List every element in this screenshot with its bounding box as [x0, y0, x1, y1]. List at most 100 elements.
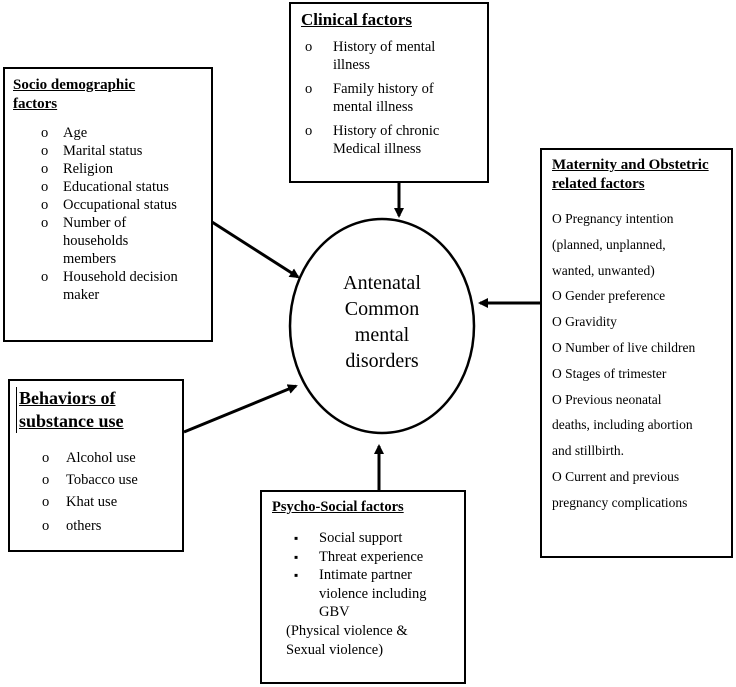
- item-line: deaths, including abortion: [552, 417, 693, 433]
- maternity-obstetric-list: O Pregnancy intention (planned, unplanne…: [552, 206, 721, 516]
- psycho-social-title: Psycho-Social factors: [272, 499, 404, 515]
- bullet-icon: o: [42, 494, 50, 510]
- central-label-line: Antenatal: [343, 272, 421, 294]
- title-line: related factors: [552, 176, 645, 192]
- bullet-icon: o: [305, 81, 313, 97]
- list-item: o Household decision maker: [41, 268, 203, 304]
- list-item: o Occupational status: [41, 196, 203, 214]
- title-line: Behaviors of: [19, 388, 116, 408]
- title-line: substance use: [19, 411, 124, 431]
- item-line: O Number of live children: [552, 339, 696, 355]
- behaviors-substance-title: Behaviors of substance use: [16, 387, 172, 433]
- arrow-behaviors: [183, 384, 298, 434]
- maternity-obstetric-box: Maternity and Obstetric related factors …: [540, 148, 733, 558]
- bullet-icon: o: [41, 197, 49, 213]
- item-line: maker: [63, 287, 100, 303]
- item-line: others: [66, 518, 102, 534]
- item-line: GBV: [319, 604, 350, 620]
- central-ellipse: [288, 217, 476, 435]
- item-line: Social support: [319, 530, 403, 546]
- item-line: Marital status: [63, 143, 143, 159]
- clinical-factors-box: Clinical factors o History of mental ill…: [289, 2, 489, 183]
- item-line: Tobacco use: [66, 472, 138, 488]
- title-line: Socio demographic: [13, 77, 136, 93]
- arrow-socio: [211, 220, 300, 279]
- list-item: o Family history of mental illness: [299, 80, 479, 116]
- list-item: ▪ Threat experience: [294, 548, 454, 567]
- item-line: O Pregnancy intention: [552, 211, 674, 226]
- central-label-line: Common: [344, 298, 420, 320]
- item-line: members: [63, 251, 117, 267]
- list-item: o Khat use: [42, 491, 172, 513]
- bullet-icon: o: [41, 161, 49, 177]
- item-line: O Previous neonatal: [552, 391, 662, 407]
- item-line: illness: [333, 57, 371, 73]
- bullet-icon: o: [41, 125, 49, 141]
- bullet-icon: ▪: [294, 549, 299, 564]
- bullet-icon: ▪: [294, 568, 299, 582]
- item-line: O Gender preference: [552, 288, 666, 304]
- note-line: (Physical violence &: [286, 622, 408, 639]
- item-line: Religion: [63, 161, 113, 177]
- item-line: mental illness: [333, 99, 414, 115]
- item-line: Educational status: [63, 179, 169, 195]
- item-line: History of chronic: [333, 123, 440, 139]
- item-line: Age: [63, 125, 88, 141]
- list-item: o Marital status: [41, 142, 203, 160]
- bullet-icon: ▪: [294, 531, 299, 545]
- item-line: and stillbirth.: [552, 443, 624, 459]
- psycho-social-box: Psycho-Social factors ▪ Social support ▪ T…: [260, 490, 466, 684]
- item-line: violence including: [319, 585, 427, 602]
- item-line: households: [63, 233, 129, 249]
- list-item: ▪ Intimate partner violence including GB…: [294, 566, 454, 622]
- bullet-icon: o: [41, 269, 49, 285]
- item-line: Alcohol use: [66, 450, 136, 466]
- item-line: Medical illness: [333, 141, 422, 157]
- item-line: O Current and previous: [552, 468, 680, 484]
- note-line: Sexual violence): [286, 641, 384, 658]
- bullet-icon: o: [41, 179, 49, 195]
- item-line: Khat use: [66, 494, 118, 510]
- list-item: o Tobacco use: [42, 469, 172, 491]
- central-label-line: mental: [354, 324, 410, 346]
- item-line: Family history of: [333, 81, 434, 97]
- list-item: ▪ Social support: [294, 529, 454, 548]
- clinical-factors-title: Clinical factors: [301, 10, 412, 29]
- central-label: Antenatal Common mental disorders: [312, 270, 452, 374]
- item-line: O Stages of trimester: [552, 365, 667, 381]
- title-line: factors: [13, 96, 58, 112]
- list-item: o Religion: [41, 160, 203, 178]
- item-line: wanted, unwanted): [552, 262, 655, 278]
- bullet-icon: o: [41, 143, 49, 159]
- list-item: o Age: [41, 124, 203, 142]
- socio-demographic-title: Socio demographic factors: [13, 76, 203, 114]
- list-item: o Number of households members: [41, 214, 203, 268]
- psycho-social-note: (Physical violence & Sexual violence): [286, 622, 454, 660]
- bullet-icon: o: [41, 215, 49, 231]
- item-line: (planned, unplanned,: [552, 236, 666, 252]
- bullet-icon: o: [42, 472, 50, 488]
- title-line: Maternity and Obstetric: [552, 157, 709, 173]
- item-line: pregnancy complications: [552, 494, 688, 510]
- list-item: o Alcohol use: [42, 447, 172, 469]
- maternity-obstetric-title: Maternity and Obstetric related factors: [552, 156, 721, 194]
- list-item: o Educational status: [41, 178, 203, 196]
- item-line: Occupational status: [63, 197, 177, 213]
- list-item: o History of chronic Medical illness: [299, 122, 479, 158]
- item-line: Number of: [63, 215, 127, 231]
- bullet-icon: o: [305, 39, 313, 55]
- list-item: o History of mental illness: [299, 38, 479, 74]
- item-line: Household decision: [63, 269, 178, 285]
- bullet-icon: o: [42, 518, 50, 534]
- item-line: History of mental: [333, 39, 436, 55]
- bullet-icon: o: [42, 450, 50, 466]
- central-label-line: disorders: [345, 350, 419, 372]
- item-line: O Gravidity: [552, 314, 617, 330]
- item-line: Threat experience: [319, 548, 424, 565]
- item-line: Intimate partner: [319, 567, 412, 583]
- bullet-icon: o: [305, 123, 313, 139]
